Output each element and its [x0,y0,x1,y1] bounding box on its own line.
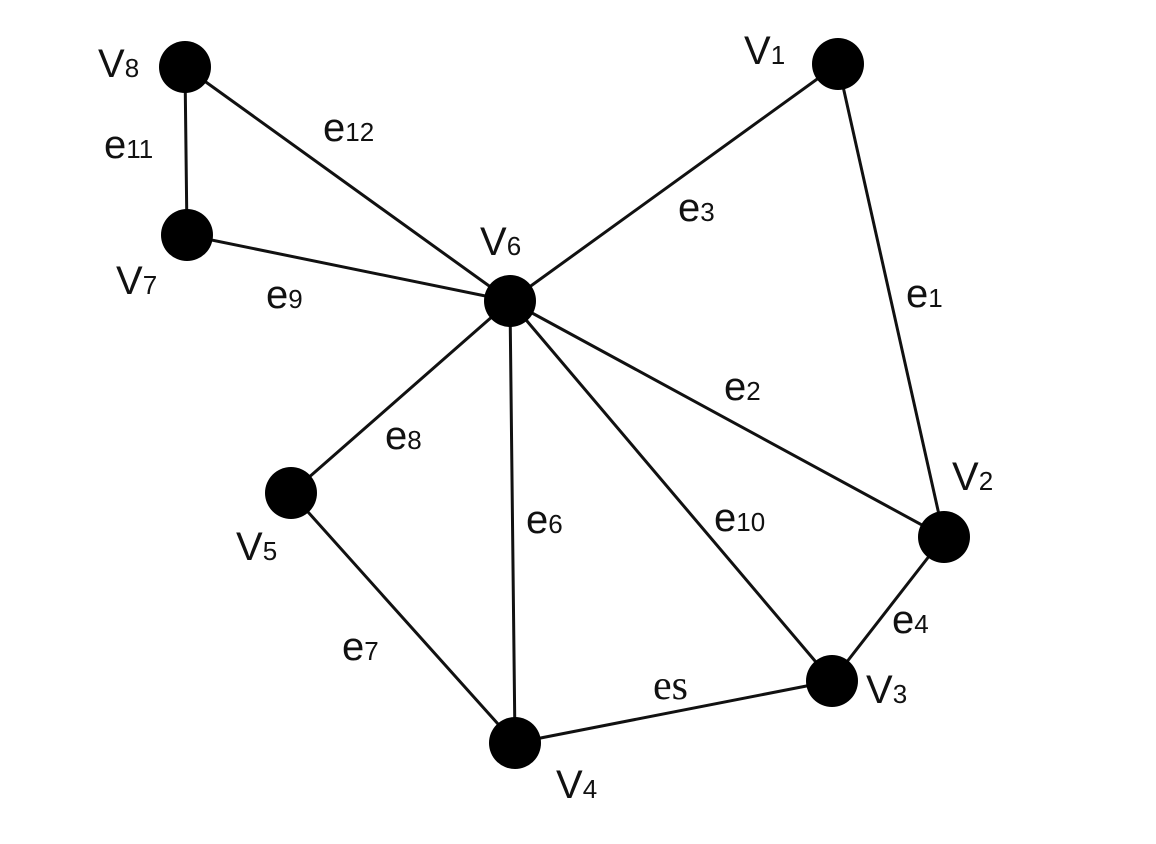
edge-label-e3: e3 [678,186,715,230]
node-label-v2-subscript: 2 [979,466,993,496]
edge-e8 [289,299,512,495]
edge-label-e6-main: e [526,498,548,542]
node-label-v2: V2 [952,455,993,499]
edge-label-e3-subscript: 3 [700,197,714,227]
node-label-v8-subscript: 8 [125,53,139,83]
edge-label-e1-subscript: 1 [928,283,942,313]
edge-e10 [508,299,834,683]
edge-e4 [830,535,946,683]
edge-label-e9: e9 [266,273,303,317]
edge-label-e4-main: e [892,598,914,642]
node-label-v6-subscript: 6 [507,231,521,261]
edge-label-e1: e1 [906,272,943,316]
node-label-v2-main: V [952,455,979,499]
edge-label-e11-main: e [104,123,126,167]
edge-e7 [289,491,517,745]
node-label-v6-main: V [480,220,507,264]
edge-label-e2-subscript: 2 [746,376,760,406]
node-v3 [806,655,858,707]
edge-label-e11: e11 [104,123,153,167]
node-label-v1-subscript: 1 [771,40,785,70]
edge-label-e12-subscript: 12 [345,117,374,147]
edge-e1 [836,62,946,539]
edge-label-e2: e2 [724,365,761,409]
node-label-v3-subscript: 3 [893,679,907,709]
edge-label-e4-subscript: 4 [914,609,928,639]
edges-layer [183,62,946,745]
node-label-v3-main: V [866,668,893,712]
edge-label-e7: e7 [342,625,379,669]
node-label-v1: V1 [744,29,785,73]
node-label-v3: V3 [866,668,907,712]
edge-label-e8: e8 [385,414,422,458]
edge-e5 [513,679,834,745]
edge-e3 [508,62,840,303]
edge-e6 [508,299,517,745]
edge-e12 [183,65,512,303]
node-label-v8-main: V [98,42,125,86]
edge-label-e4: e4 [892,598,929,642]
edge-label-e3-main: e [678,186,700,230]
edge-label-e8-main: e [385,414,407,458]
edge-e9 [185,233,512,303]
edge-label-e7-main: e [342,625,364,669]
node-v6 [484,275,536,327]
node-label-v7: V7 [116,259,157,303]
node-v1 [812,38,864,90]
edge-label-e6: e6 [526,498,563,542]
node-label-v5-main: V [236,525,263,569]
edge-e2 [508,299,946,539]
edge-label-e10: e10 [714,496,765,540]
node-label-v4: V4 [556,763,597,807]
edge-label-e6-subscript: 6 [548,509,562,539]
node-v5 [265,467,317,519]
edge-label-e9-main: e [266,273,288,317]
edge-label-e8-subscript: 8 [407,425,421,455]
node-label-v5-subscript: 5 [263,536,277,566]
node-label-v7-main: V [116,259,143,303]
node-label-v4-subscript: 4 [583,774,597,804]
node-v4 [489,717,541,769]
edge-label-e2-main: e [724,365,746,409]
node-v7 [161,209,213,261]
node-label-v5: V5 [236,525,277,569]
edge-label-e5: es [653,663,688,709]
node-label-v7-subscript: 7 [143,270,157,300]
node-v8 [159,41,211,93]
edge-label-e1-main: e [906,272,928,316]
node-label-v8: V8 [98,42,139,86]
edge-label-e12-main: e [323,106,345,150]
edge-label-e7-subscript: 7 [364,636,378,666]
node-label-v4-main: V [556,763,583,807]
edge-label-e11-subscript: 11 [126,134,153,164]
nodes-layer [159,38,970,769]
edge-label-e12: e12 [323,106,374,150]
node-label-v1-main: V [744,29,771,73]
node-label-v6: V6 [480,220,521,264]
edge-label-e10-main: e [714,496,736,540]
edge-e11 [183,65,189,237]
edge-label-e10-subscript: 10 [736,507,765,537]
node-v2 [918,511,970,563]
edge-label-e9-subscript: 9 [288,284,302,314]
